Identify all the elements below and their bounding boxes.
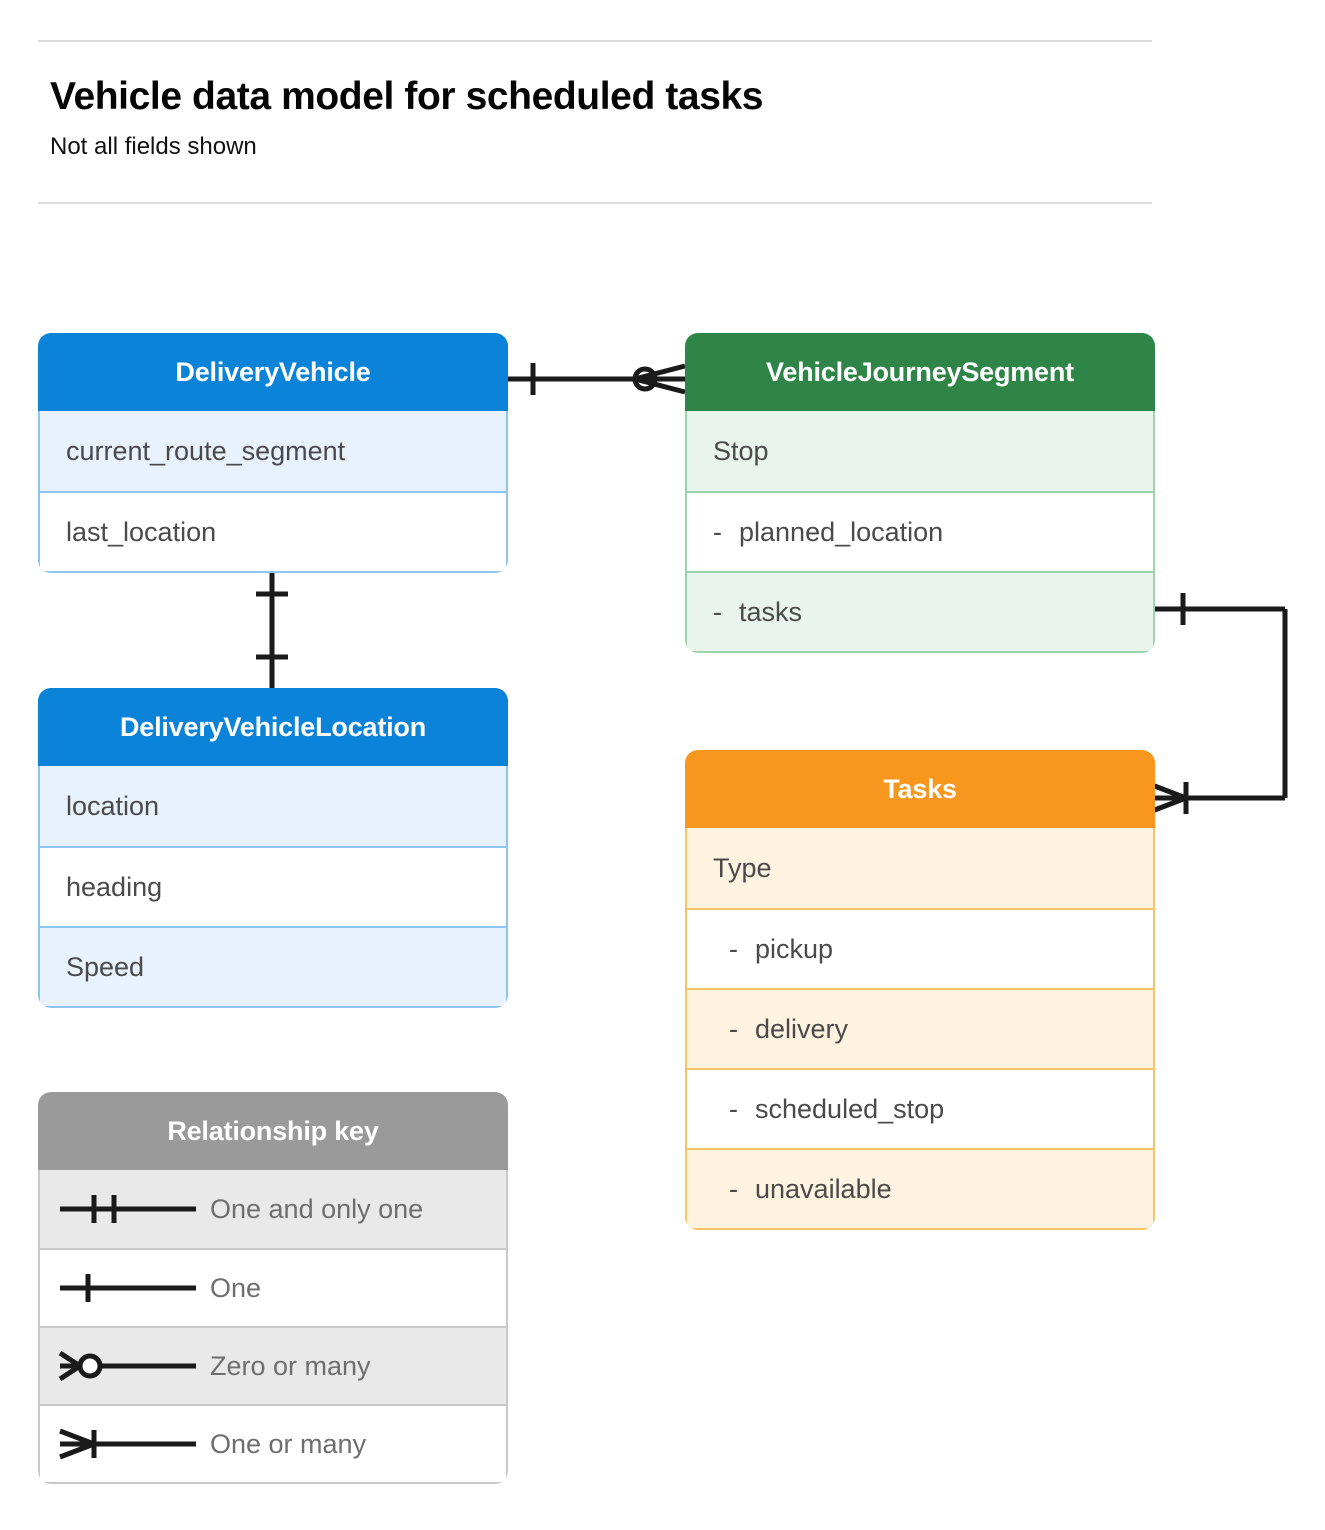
entity-header-delivery-vehicle-location: DeliveryVehicleLocation xyxy=(38,688,508,766)
zero-or-many-icon xyxy=(40,1346,210,1386)
legend-item-one-or-many: One or many xyxy=(40,1404,506,1482)
legend-item-zero-or-many: Zero or many xyxy=(40,1326,506,1404)
legend-item-one-and-only-one: One and only one xyxy=(40,1170,506,1248)
header-divider-top xyxy=(38,40,1152,42)
field-dash: - xyxy=(729,1013,738,1044)
field-label: current_route_segment xyxy=(66,435,346,466)
entity-body-vehicle-journey-segment: Stop - planned_location - tasks xyxy=(685,411,1155,653)
field-row[interactable]: heading xyxy=(40,846,506,926)
legend-body: One and only one One xyxy=(38,1170,508,1484)
entity-vehicle-journey-segment[interactable]: VehicleJourneySegment Stop - planned_loc… xyxy=(685,333,1155,653)
entity-delivery-vehicle-location[interactable]: DeliveryVehicleLocation location heading… xyxy=(38,688,508,1008)
field-row[interactable]: - pickup xyxy=(687,908,1153,988)
entity-header-vehicle-journey-segment: VehicleJourneySegment xyxy=(685,333,1155,411)
one-icon xyxy=(40,1268,210,1308)
field-label: planned_location xyxy=(739,516,944,547)
field-row[interactable]: - planned_location xyxy=(687,491,1153,571)
field-dash: - xyxy=(713,516,722,547)
field-label: delivery xyxy=(755,1013,849,1044)
field-row[interactable]: - delivery xyxy=(687,988,1153,1068)
field-label: last_location xyxy=(66,516,217,547)
field-label: unavailable xyxy=(755,1173,892,1204)
field-label: Stop xyxy=(713,435,769,466)
legend-item-label: One or many xyxy=(210,1428,367,1459)
entity-body-tasks: Type - pickup - delivery - scheduled_sto… xyxy=(685,828,1155,1230)
entity-body-delivery-vehicle-location: location heading Speed xyxy=(38,766,508,1008)
one-and-only-one-icon xyxy=(40,1189,210,1229)
field-row[interactable]: - scheduled_stop xyxy=(687,1068,1153,1148)
entity-header-tasks: Tasks xyxy=(685,750,1155,828)
field-row[interactable]: last_location xyxy=(40,491,506,571)
one-or-many-icon xyxy=(40,1424,210,1464)
field-label: tasks xyxy=(739,596,803,627)
field-row[interactable]: Speed xyxy=(40,926,506,1006)
field-label: heading xyxy=(66,871,163,902)
field-label: scheduled_stop xyxy=(755,1093,945,1124)
connector-deliveryvehicle-journeysegment xyxy=(508,363,686,395)
field-row[interactable]: Type xyxy=(687,828,1153,908)
legend-item-label: One xyxy=(210,1272,262,1303)
legend-title: Relationship key xyxy=(38,1092,508,1170)
connector-journeysegment-tasks xyxy=(1151,593,1288,814)
field-row[interactable]: current_route_segment xyxy=(40,411,506,491)
field-dash: - xyxy=(729,1093,738,1124)
field-row[interactable]: Stop xyxy=(687,411,1153,491)
field-label: pickup xyxy=(755,933,834,964)
field-row[interactable]: - tasks xyxy=(687,571,1153,651)
page-subtitle: Not all fields shown xyxy=(50,133,257,160)
field-dash: - xyxy=(713,596,722,627)
legend-item-label: One and only one xyxy=(210,1193,424,1224)
field-label: Speed xyxy=(66,951,145,982)
entity-header-delivery-vehicle: DeliveryVehicle xyxy=(38,333,508,411)
entity-tasks[interactable]: Tasks Type - pickup - delivery - schedul… xyxy=(685,750,1155,1230)
field-label: location xyxy=(66,790,160,821)
field-row[interactable]: location xyxy=(40,766,506,846)
field-row[interactable]: - unavailable xyxy=(687,1148,1153,1228)
legend-item-one: One xyxy=(40,1248,506,1326)
header-divider-bottom xyxy=(38,202,1152,204)
field-label: Type xyxy=(713,852,772,883)
entity-delivery-vehicle[interactable]: DeliveryVehicle current_route_segment la… xyxy=(38,333,508,573)
entity-body-delivery-vehicle: current_route_segment last_location xyxy=(38,411,508,573)
legend-relationship-key: Relationship key One and only one xyxy=(38,1092,508,1484)
field-dash: - xyxy=(729,933,738,964)
field-dash: - xyxy=(729,1173,738,1204)
connector-deliveryvehicle-vehiclelocation xyxy=(256,570,288,688)
page-title: Vehicle data model for scheduled tasks xyxy=(50,75,764,118)
legend-item-label: Zero or many xyxy=(210,1350,371,1381)
